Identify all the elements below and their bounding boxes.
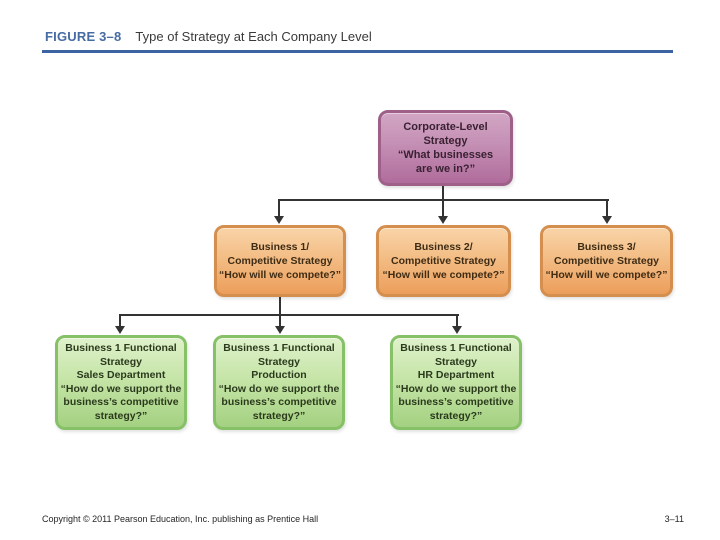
connector-business1-stem <box>279 297 281 316</box>
arrow-down-icon <box>275 326 285 334</box>
node-functional-strategy-production: Business 1 Functional Strategy Productio… <box>213 335 345 430</box>
node-business3-competitive-strategy: Business 3/ Competitive Strategy “How wi… <box>540 225 673 297</box>
connector-drop-business2 <box>442 199 444 217</box>
node-text: Business 1 Functional Strategy Sales Dep… <box>60 342 182 422</box>
node-corporate-level-strategy: Corporate-Level Strategy “What businesse… <box>378 110 513 186</box>
node-text: Business 1 Functional Strategy HR Depart… <box>395 342 517 422</box>
node-text: Business 3/ Competitive Strategy “How wi… <box>545 241 668 281</box>
connector-drop-functional3 <box>456 314 458 327</box>
node-functional-strategy-hr: Business 1 Functional Strategy HR Depart… <box>390 335 522 430</box>
page-title: Type of Strategy at Each Company Level <box>135 29 372 44</box>
node-functional-strategy-sales: Business 1 Functional Strategy Sales Dep… <box>55 335 187 430</box>
arrow-down-icon <box>115 326 125 334</box>
connector-functional-hbar <box>119 314 459 316</box>
slide-header: FIGURE 3–8 Type of Strategy at Each Compa… <box>45 28 372 46</box>
node-business2-competitive-strategy: Business 2/ Competitive Strategy “How wi… <box>376 225 511 297</box>
connector-drop-functional1 <box>119 314 121 327</box>
node-text: Corporate-Level Strategy “What businesse… <box>397 121 494 175</box>
node-business1-competitive-strategy: Business 1/ Competitive Strategy “How wi… <box>214 225 346 297</box>
arrow-down-icon <box>602 216 612 224</box>
copyright-notice: Copyright © 2011 Pearson Education, Inc.… <box>42 514 319 524</box>
arrow-down-icon <box>452 326 462 334</box>
connector-corporate-stem <box>442 185 444 201</box>
arrow-down-icon <box>438 216 448 224</box>
connector-drop-business3 <box>606 199 608 217</box>
connector-drop-functional2 <box>279 314 281 327</box>
figure-label: FIGURE 3–8 <box>45 29 122 44</box>
node-text: Business 1 Functional Strategy Productio… <box>218 342 340 422</box>
page-number: 3–11 <box>664 514 684 524</box>
node-text: Business 1/ Competitive Strategy “How wi… <box>219 241 341 281</box>
arrow-down-icon <box>274 216 284 224</box>
header-divider <box>42 50 673 53</box>
node-text: Business 2/ Competitive Strategy “How wi… <box>382 241 505 281</box>
connector-drop-business1 <box>278 199 280 217</box>
